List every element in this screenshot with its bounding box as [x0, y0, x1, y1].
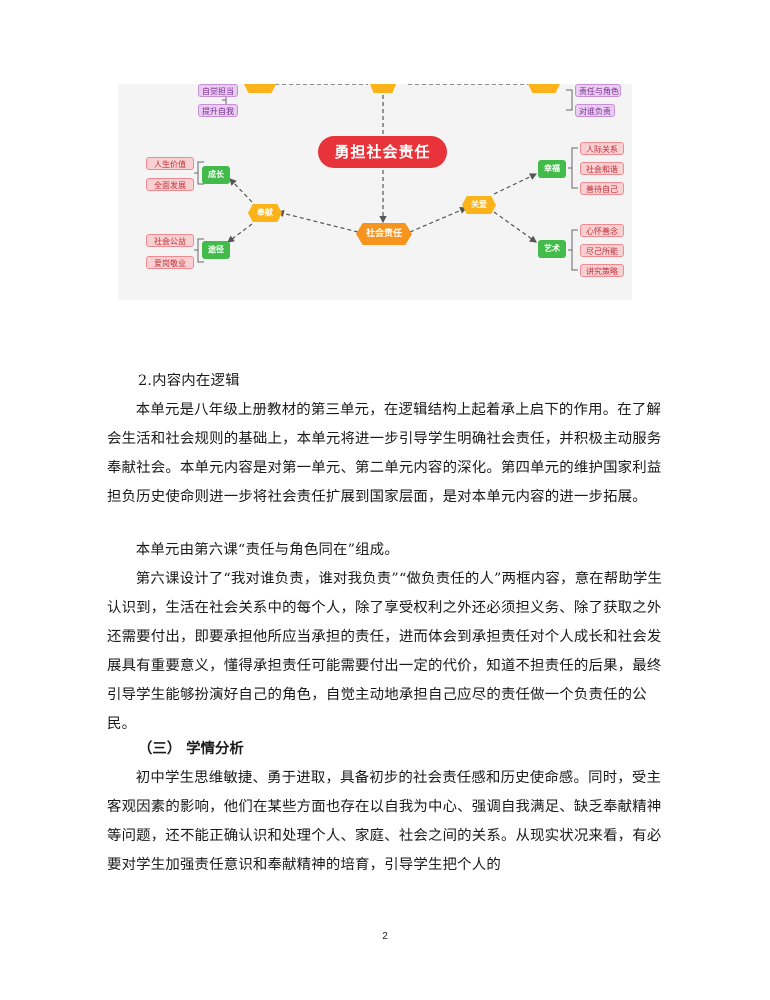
top-left-hub-node: [244, 84, 276, 93]
top-center-hub-node: [370, 84, 396, 93]
paragraph: 第六课设计了“我对谁负责，谁对我负责”“做负责任的人”两框内容，意在帮助学生认识…: [107, 571, 663, 732]
leaf-node: 善待自己: [580, 182, 624, 195]
leaf-node: 对谁负责: [575, 104, 615, 117]
mind-map-figure: 自觉担当 提升自我 责任与角色 对谁负责 勇担社会责任 社会责任 奉献 关爱 成…: [118, 84, 632, 300]
leaf-node: 人际关系: [580, 142, 624, 155]
social-responsibility-node: 社会责任: [356, 223, 412, 245]
mind-map-center-node: 勇担社会责任: [318, 136, 447, 168]
path-branch-node: 途径: [202, 241, 230, 259]
leaf-node: 社会公益: [146, 234, 194, 247]
section-heading: （三） 学情分析: [138, 741, 244, 757]
leaf-node: 责任与角色: [575, 84, 621, 97]
page-number: 2: [382, 931, 388, 942]
art-branch-node: 艺术: [538, 240, 566, 258]
happiness-branch-node: 幸福: [538, 160, 566, 178]
top-right-hub-node: [528, 84, 560, 93]
mind-map-connectors: [194, 84, 578, 271]
leaf-node: 全面发展: [146, 178, 194, 191]
leaf-node: 社会和谐: [580, 162, 624, 175]
growth-branch-node: 成长: [202, 166, 230, 184]
paragraph: 初中学生思维敏捷、勇于进取，具备初步的社会责任感和历史使命感。同时，受主客观因素…: [107, 770, 662, 873]
dedication-hub-node: 奉献: [248, 204, 282, 222]
leaf-node: 尽己所能: [580, 244, 624, 257]
leaf-node: 提升自我: [198, 104, 238, 117]
subheading: 2.内容内在逻辑: [138, 373, 240, 389]
paragraph: 本单元由第六课“责任与角色同在”组成。: [135, 542, 399, 558]
leaf-node: 爱岗敬业: [146, 256, 194, 269]
leaf-node: 自觉担当: [198, 84, 238, 97]
leaf-node: 心怀善念: [580, 224, 624, 237]
leaf-node: 讲究策略: [580, 264, 624, 277]
care-hub-node: 关爱: [462, 196, 496, 214]
paragraph: 本单元是八年级上册教材的第三单元，在逻辑结构上起着承上启下的作用。在了解会生活和…: [107, 402, 662, 505]
leaf-node: 人生价值: [146, 157, 194, 170]
